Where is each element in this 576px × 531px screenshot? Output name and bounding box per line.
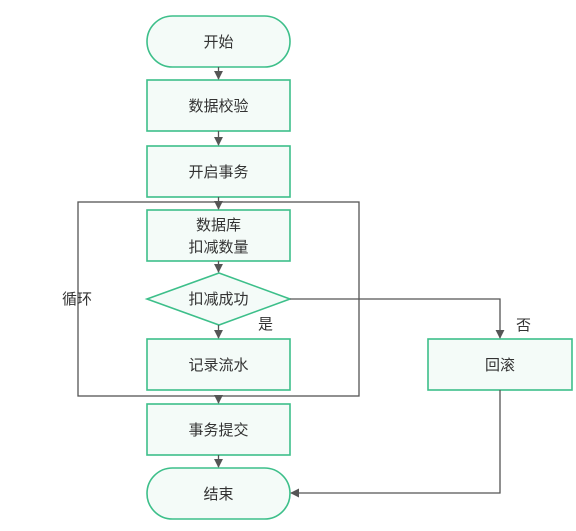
- arrow-decision-to-rollback: [290, 298, 505, 339]
- deduct-text-line1: 数据库: [195, 215, 241, 234]
- begin-tx-node: [146, 145, 291, 198]
- validate-node: [146, 79, 291, 132]
- rollback-text: 回滚: [484, 355, 515, 374]
- deduct-text-line2: 扣减数量: [188, 237, 249, 256]
- deduct-text: 数据库 扣减数量: [147, 210, 290, 261]
- commit-node: [146, 403, 291, 456]
- arrow-rollback-to-end: [290, 390, 501, 498]
- log-text: 记录流水: [188, 355, 249, 374]
- loop-label: 循环: [62, 290, 93, 308]
- end-text: 结束: [203, 484, 234, 503]
- no-label: 否: [516, 316, 532, 334]
- log-node: [146, 338, 291, 391]
- rollback-node: [427, 338, 573, 391]
- decision-text: 扣减成功: [188, 290, 249, 308]
- validate-text: 数据校验: [188, 96, 249, 115]
- yes-label: 是: [258, 315, 274, 333]
- start-text: 开始: [203, 32, 234, 51]
- begin-tx-text: 开启事务: [188, 162, 249, 181]
- commit-text: 事务提交: [188, 420, 249, 439]
- deduct-node: [146, 209, 291, 262]
- end-node: [146, 467, 291, 520]
